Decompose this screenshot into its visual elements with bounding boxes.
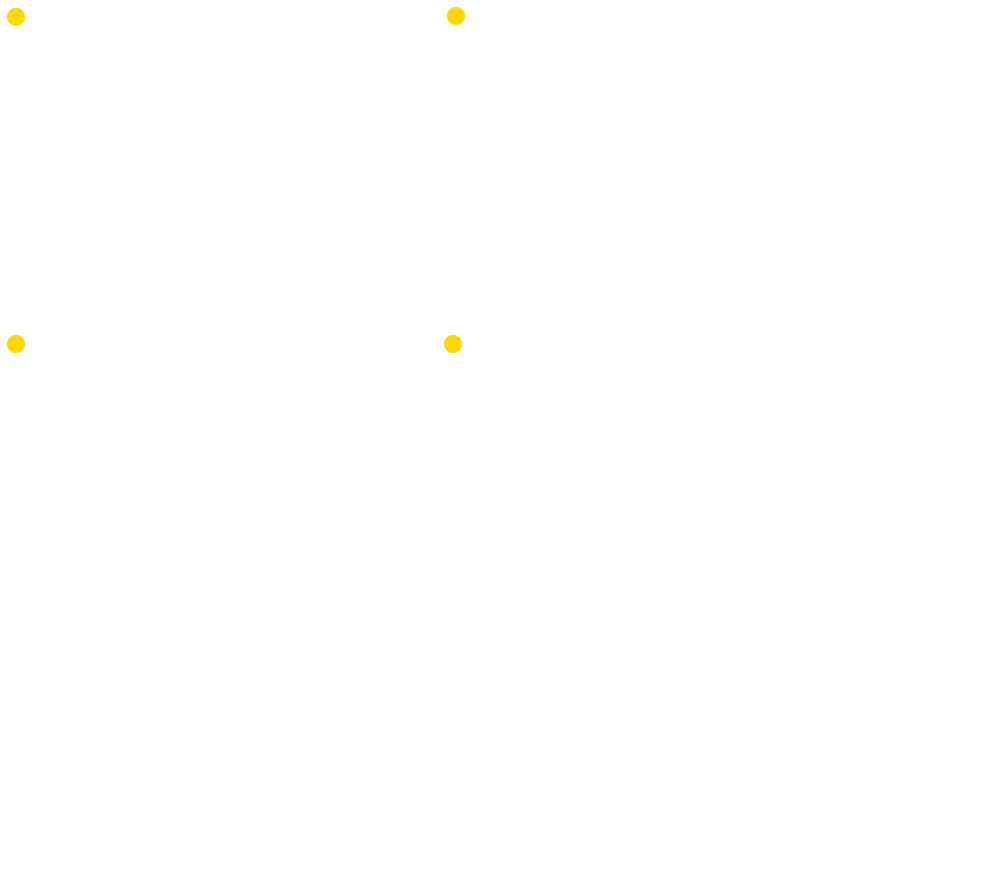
marker-dot-2 xyxy=(447,7,465,25)
marker-dot-1 xyxy=(7,8,25,26)
marker-dot-3 xyxy=(7,335,25,353)
marker-dot-4 xyxy=(444,335,462,353)
